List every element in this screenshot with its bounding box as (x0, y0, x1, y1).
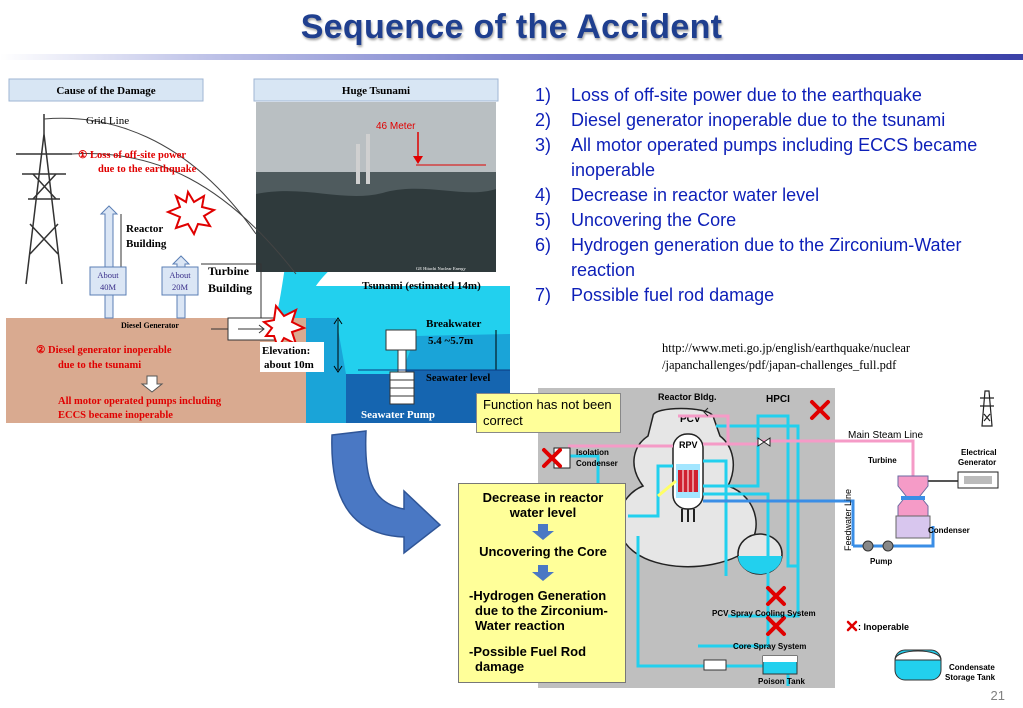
step3-line1: -Hydrogen Generation (469, 588, 607, 603)
elevation-line1: Elevation: (262, 345, 310, 357)
breakwater-line2: 5.4 ~5.7m (428, 335, 473, 347)
step1-line1: Decrease in reactor (482, 490, 604, 505)
sequence-box: Decrease in reactor water level Uncoveri… (458, 483, 626, 683)
pumps-line1: All motor operated pumps including (58, 396, 222, 407)
title-underline (0, 54, 1023, 60)
list-item: 3)All motor operated pumps including ECC… (535, 135, 978, 180)
down-arrow-icon (140, 375, 164, 393)
feedwater-line-label: Feedwater Line (843, 489, 853, 551)
condensate-tank-line1: Condensate (949, 663, 995, 672)
list-item: 4)Decrease in reactor water level (535, 185, 820, 205)
pumps-line2: ECCS became inoperable (58, 410, 173, 421)
flow-arrow-icon (331, 430, 442, 555)
poison-tank-label: Poison Tank (758, 677, 806, 686)
diesel-burst (261, 303, 307, 351)
reactor-building-line2: Building (126, 238, 167, 250)
about40-line2: 40M (100, 282, 117, 292)
pcv-label: PCV (680, 414, 701, 425)
pump-label: Pump (870, 557, 892, 566)
reactor-building-line1: Reactor (126, 223, 163, 235)
main-steam-line-label: Main Steam Line (848, 430, 923, 441)
about20-line2: 20M (172, 282, 189, 292)
explosion-burst (165, 189, 217, 237)
valve-icon (757, 437, 771, 447)
cause1-line2: due to the earthquake (98, 164, 197, 175)
hpci-label: HPCI (766, 394, 790, 405)
tsunami-label: Tsunami (estimated 14m) (362, 280, 481, 292)
cause1-line1: ① Loss of off-site power (78, 149, 186, 161)
turbine-label: Turbine (868, 456, 897, 465)
step2: Uncovering the Core (479, 544, 607, 559)
seawater-pump-label: Seawater Pump (361, 409, 435, 421)
list-item: 5)Uncovering the Core (535, 210, 737, 230)
condenser-label: Condenser (928, 526, 970, 535)
condensate-tank-line2: Storage Tank (945, 673, 996, 682)
step3-line2: due to the Zirconium- (475, 603, 608, 618)
breakwater-line1: Breakwater (426, 318, 482, 330)
step4-line2: damage (475, 659, 525, 674)
power-tower-icon (980, 390, 994, 427)
down-arrow-icon (532, 565, 554, 581)
diesel-generator-label: Diesel Generator (121, 321, 179, 330)
inoperable-legend: : Inoperable (858, 622, 909, 632)
list-item: 6)Hydrogen generation due to the Zirconi… (535, 235, 962, 280)
electrical-generator-line2: Generator (958, 458, 996, 467)
reactor-bldg-label: Reactor Bldg. (658, 392, 717, 402)
page-number: 21 (990, 688, 1005, 703)
slide-title: Sequence of the Accident (300, 8, 723, 46)
grid-line-label: Grid Line (86, 115, 129, 127)
turbine-building-line2: Building (208, 281, 252, 295)
tsunami-header: Huge Tsunami (342, 85, 410, 97)
isolation-condenser-line2: Condenser (576, 459, 618, 468)
source-url: http://www.meti.go.jp/english/earthquake… (662, 341, 911, 372)
damage-diagram: Cause of the Damage Huge Tsunami 46 Mete… (6, 74, 510, 423)
step1-line2: water level (509, 505, 577, 520)
core-spray-label: Core Spray System (733, 642, 806, 651)
photo-credit: GE Hitachi Nuclear Energy (416, 266, 467, 271)
elevation-line2: about 10m (264, 359, 314, 371)
list-item: 1)Loss of off-site power due to the eart… (535, 85, 922, 105)
meter-label: 46 Meter (376, 121, 416, 132)
condenser-box (895, 515, 931, 539)
isolation-condenser-line1: Isolation (576, 448, 609, 457)
cause2-line2: due to the tsunami (58, 360, 141, 371)
list-item: 2)Diesel generator inoperable due to the… (535, 110, 946, 130)
cause2-line1: ② Diesel generator inoperable (36, 344, 172, 356)
step4-line1: -Possible Fuel Rod (469, 644, 587, 659)
cause-header: Cause of the Damage (56, 85, 155, 97)
turbine-building-line1: Turbine (208, 264, 250, 278)
function-note: Function has not been correct (476, 393, 621, 433)
about20-line1: About (169, 270, 191, 280)
inoperable-x-icon (542, 400, 830, 636)
step3-line3: Water reaction (475, 618, 565, 633)
seawater-level-label: Seawater level (426, 373, 490, 384)
rpv-label: RPV (679, 440, 698, 450)
list-item: 7)Possible fuel rod damage (535, 285, 775, 305)
transmission-tower-icon (16, 114, 72, 285)
accident-sequence-list: 1)Loss of off-site power due to the eart… (535, 83, 1015, 308)
pump-icon (862, 540, 874, 552)
down-arrow-icon (532, 524, 554, 540)
pcv-spray-label: PCV Spray Cooling System (712, 609, 816, 618)
electrical-generator-line1: Electrical (961, 448, 997, 457)
about40-line1: About (97, 270, 119, 280)
